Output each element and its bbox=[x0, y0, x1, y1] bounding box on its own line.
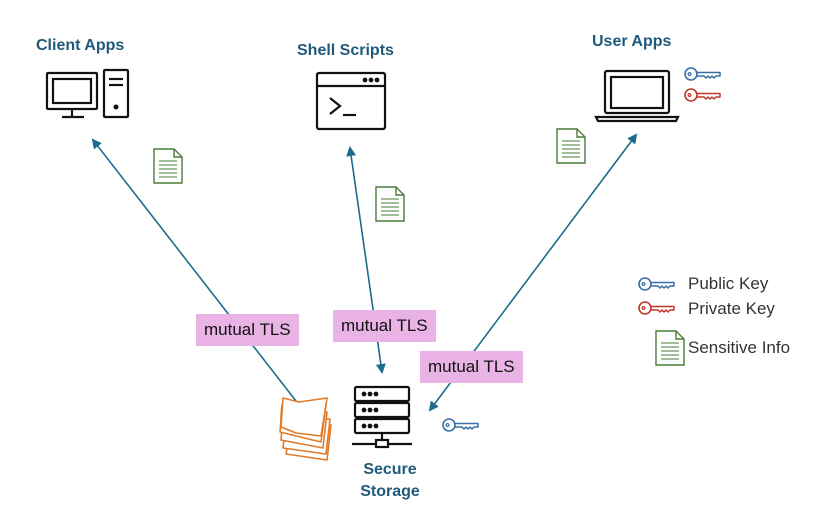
public-key-icon bbox=[684, 67, 721, 81]
shell-scripts-title: Shell Scripts bbox=[297, 42, 394, 59]
client-link-arrow bbox=[91, 138, 305, 412]
secure-storage-title-line1: Secure bbox=[363, 461, 417, 478]
terminal-window-icon bbox=[315, 71, 387, 131]
private-key-icon bbox=[684, 88, 721, 102]
document-icon bbox=[375, 186, 405, 222]
legend-private-key-label: Private Key bbox=[688, 299, 775, 318]
secure-storage-title: Secure Storage bbox=[355, 459, 425, 503]
legend-private-key-icon bbox=[638, 301, 675, 315]
laptop-icon bbox=[594, 69, 680, 123]
document-icon bbox=[556, 128, 586, 164]
legend-public-key-label: Public Key bbox=[688, 274, 769, 293]
server-rack-icon bbox=[352, 385, 412, 449]
client-mutual-tls-label: mutual TLS bbox=[196, 314, 299, 346]
user-mutual-tls-label: mutual TLS bbox=[420, 351, 523, 383]
desktop-computer-icon bbox=[45, 68, 130, 119]
legend-document-icon bbox=[655, 330, 685, 366]
public-key-icon bbox=[442, 418, 479, 432]
legend-public-key-icon bbox=[638, 277, 675, 291]
user-apps-title: User Apps bbox=[592, 33, 672, 50]
secure-storage-title-line2: Storage bbox=[360, 483, 420, 500]
shell-mutual-tls-label: mutual TLS bbox=[333, 310, 436, 342]
document-icon bbox=[153, 148, 183, 184]
legend-sensitive-info-label: Sensitive Info bbox=[688, 338, 791, 357]
client-apps-title: Client Apps bbox=[36, 37, 125, 54]
sticky-notes-icon bbox=[279, 397, 332, 461]
